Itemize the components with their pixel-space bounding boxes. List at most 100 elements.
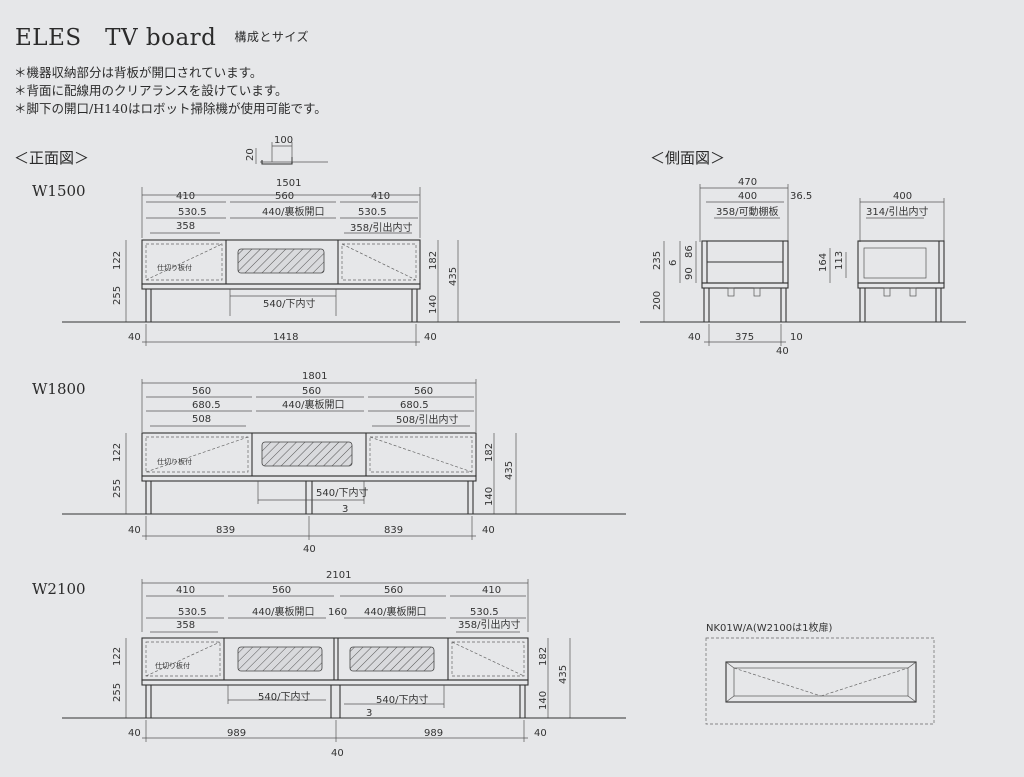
dim-side-h86: 86 [684, 245, 695, 258]
dim-w2100-410b: 410 [482, 585, 501, 596]
dim-side-h164: 164 [818, 253, 829, 272]
dim-w1800-l40c: 40 [303, 544, 316, 555]
door-detail: NK01W/A(W2100は1枚扉) [705, 621, 935, 725]
dim-w1500-l1418: 1418 [273, 332, 298, 343]
dim-w1800-560c: 560 [414, 386, 433, 397]
dim-top-100: 100 [274, 135, 293, 146]
dim-side-h235: 235 [652, 251, 663, 270]
dim-w2100-410a: 410 [176, 585, 195, 596]
dim-w2100-l40c: 40 [331, 748, 344, 759]
dim-w2100-h122: 122 [112, 647, 123, 666]
label-door-note: NK01W/A(W2100は1枚扉) [706, 621, 832, 634]
dim-w2100-total: 2101 [326, 570, 351, 581]
title-subtitle: 構成とサイズ [234, 30, 310, 44]
title-text: ELES TV board [15, 25, 217, 51]
dim-w1500-358: 358 [176, 221, 195, 232]
side-view-drawer: 400 314/引出内寸 164 113 [818, 191, 945, 322]
dim-w1800-h140: 140 [484, 487, 495, 506]
label-w1800-inner-draw: 508/引出内寸 [396, 413, 458, 426]
dim-w1500-410b: 410 [371, 191, 390, 202]
dim-w1800-l839a: 839 [216, 525, 235, 536]
section-side-view: ＜側面図＞ [650, 149, 726, 167]
dim-w1500-h122: 122 [112, 251, 123, 270]
dim-w1800-560a: 560 [192, 386, 211, 397]
dim-w2100-l989b: 989 [424, 728, 443, 739]
dim-w1800-508: 508 [192, 414, 211, 425]
model-w1800: W1800 [32, 380, 86, 398]
dim-w1800-l40b: 40 [482, 525, 495, 536]
dim-w2100-h182: 182 [538, 647, 549, 666]
front-view-w2100: 2101 410 560 560 410 530.5 440/裏板開口 160 … [62, 570, 626, 759]
dim-side-b40b: 40 [776, 346, 789, 357]
dim-w2100-h140: 140 [538, 691, 549, 710]
dim-w2100-358: 358 [176, 620, 195, 631]
label-w1500-inner-low: 540/下内寸 [263, 297, 315, 310]
notes-block: ＊機器収納部分は背板が開口されています。 ＊背面に配線用のクリアランスを設けてい… [14, 64, 327, 118]
label-w1500-partition: 仕切り板付 [157, 263, 192, 272]
dim-w1800-total: 1801 [302, 371, 327, 382]
label-w1800-back-open: 440/裏板開口 [282, 398, 344, 411]
dim-side-h113: 113 [834, 251, 845, 270]
dim-w2100-l40a: 40 [128, 728, 141, 739]
label-side-draw-314: 314/引出内寸 [866, 205, 928, 218]
label-w2100-back-open-a: 440/裏板開口 [252, 605, 314, 618]
dim-w1500-h435: 435 [448, 267, 459, 286]
model-w2100: W2100 [32, 580, 86, 598]
model-w1500: W1500 [32, 182, 86, 200]
dim-side-b375: 375 [735, 332, 754, 343]
dim-w1500-530b: 530.5 [358, 207, 387, 218]
dim-w1800-h435: 435 [504, 461, 515, 480]
front-view-w1500: 1501 410 560 410 530.5 440/裏板開口 530.5 35… [62, 178, 620, 346]
label-w2100-back-open-b: 440/裏板開口 [364, 605, 426, 618]
label-w2100-inner-low-a: 540/下内寸 [258, 690, 310, 703]
dim-w1500-560: 560 [275, 191, 294, 202]
dim-side-h90: 90 [684, 267, 695, 280]
side-view-w470: 470 400 36.5 358/可動棚板 235 6 86 90 200 40… [640, 177, 966, 357]
dim-w2100-l40b: 40 [534, 728, 547, 739]
dim-side-h6: 6 [668, 260, 679, 266]
dim-w1500-l40b: 40 [424, 332, 437, 343]
label-w1500-back-open: 440/裏板開口 [262, 205, 324, 218]
note-1: ＊機器収納部分は背板が開口されています。 [14, 65, 263, 80]
dim-w2100-160: 160 [328, 607, 347, 618]
note-3: ＊脚下の開口/H140はロボット掃除機が使用可能です。 [14, 101, 327, 116]
dim-side-b10: 10 [790, 332, 803, 343]
dim-w2100-h255: 255 [112, 683, 123, 702]
label-w1500-inner-draw: 358/引出内寸 [350, 221, 412, 234]
dim-w2100-h435: 435 [558, 665, 569, 684]
label-w1800-inner-low: 540/下内寸 [316, 486, 368, 499]
dim-side-h200: 200 [652, 291, 663, 310]
top-profile-detail: 100 20 [245, 135, 328, 165]
dim-side-400: 400 [738, 191, 757, 202]
dim-w2100-n3: 3 [366, 708, 372, 719]
dim-w1800-h255: 255 [112, 479, 123, 498]
dim-w2100-560a: 560 [272, 585, 291, 596]
dim-w1800-560b: 560 [302, 386, 321, 397]
dim-side-b40a: 40 [688, 332, 701, 343]
dim-w1800-680b: 680.5 [400, 400, 429, 411]
dim-w1800-n3: 3 [342, 504, 348, 515]
dim-w1800-l40a: 40 [128, 525, 141, 536]
dim-w1800-l839b: 839 [384, 525, 403, 536]
dim-w1500-total: 1501 [276, 178, 301, 189]
dim-w1500-h255: 255 [112, 286, 123, 305]
label-w2100-inner-draw: 358/引出内寸 [458, 618, 520, 631]
dim-w2100-530b: 530.5 [470, 607, 499, 618]
dim-side-470: 470 [738, 177, 757, 188]
dim-w1800-h182: 182 [484, 443, 495, 462]
dim-w1500-h140: 140 [428, 295, 439, 314]
dim-w1500-h182: 182 [428, 251, 439, 270]
dim-w2100-560b: 560 [384, 585, 403, 596]
dim-top-20: 20 [245, 148, 256, 161]
page-title: ELES TV board 構成とサイズ [15, 18, 309, 52]
dim-w1800-h122: 122 [112, 443, 123, 462]
dim-w2100-530a: 530.5 [178, 607, 207, 618]
note-2: ＊背面に配線用のクリアランスを設けています。 [14, 83, 288, 98]
dim-w1800-680a: 680.5 [192, 400, 221, 411]
front-view-w1800: 1801 560 560 560 680.5 440/裏板開口 680.5 50… [62, 371, 626, 555]
dim-w1500-l40a: 40 [128, 332, 141, 343]
section-front-view: ＜正面図＞ [14, 149, 90, 167]
label-side-shelf: 358/可動棚板 [716, 205, 778, 218]
dim-side-400b: 400 [893, 191, 912, 202]
